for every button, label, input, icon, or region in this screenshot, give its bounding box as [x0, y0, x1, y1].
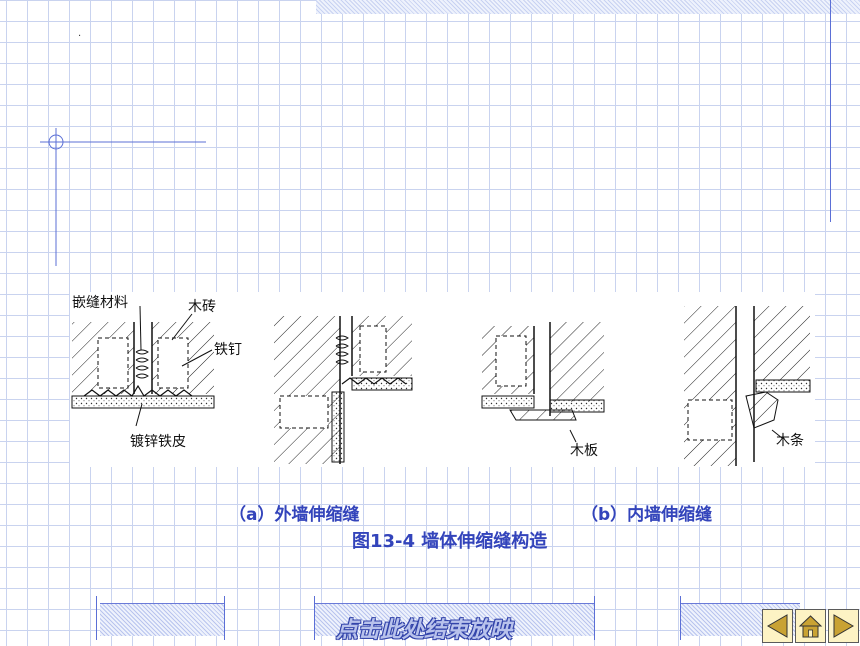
prev-slide-button[interactable] — [762, 609, 793, 643]
top-right-rule — [830, 0, 831, 222]
caption-interior: （b）内墙伸缩缝 — [581, 505, 713, 525]
footer-rule-4 — [594, 596, 595, 640]
corner-crosshair — [40, 128, 206, 266]
caption-exterior: （a）外墙伸缩缝 — [229, 505, 360, 525]
footer-rule-2 — [224, 596, 225, 640]
panel-exterior-joint-2 — [274, 316, 413, 464]
title-band — [316, 0, 860, 14]
label-mutiao: 木条 — [776, 433, 804, 449]
label-muban: 木板 — [570, 443, 598, 459]
panel-exterior-joint-1 — [71, 305, 215, 427]
expansion-joint-drawing — [71, 305, 811, 466]
footer-box-center — [314, 603, 594, 636]
footer-rule-3 — [314, 596, 315, 640]
label-tieding: 铁钉 — [214, 342, 242, 358]
label-muzhuan: 木砖 — [188, 299, 216, 315]
triangle-right-icon — [833, 614, 854, 638]
figure-panel: 嵌缝材料 木砖 铁钉 镀锌铁皮 木板 木条 — [70, 292, 815, 467]
label-duxin: 镀锌铁皮 — [130, 434, 186, 450]
label-qianfeng: 嵌缝材料 — [72, 295, 128, 311]
figure-caption: 图13-4 墙体伸缩缝构造 — [352, 531, 548, 552]
triangle-left-icon — [767, 614, 788, 638]
dot-mark: · — [78, 31, 82, 42]
footer-box-left — [100, 603, 224, 636]
end-show-link[interactable]: 点击此处结束放映 — [336, 617, 513, 643]
next-slide-button[interactable] — [828, 609, 859, 643]
footer-rule-1 — [96, 596, 97, 640]
footer-rule-5 — [680, 596, 681, 640]
home-button[interactable] — [795, 609, 826, 643]
panel-interior-joint-2 — [684, 306, 811, 466]
home-icon — [798, 615, 823, 638]
panel-interior-joint-1 — [481, 322, 605, 443]
